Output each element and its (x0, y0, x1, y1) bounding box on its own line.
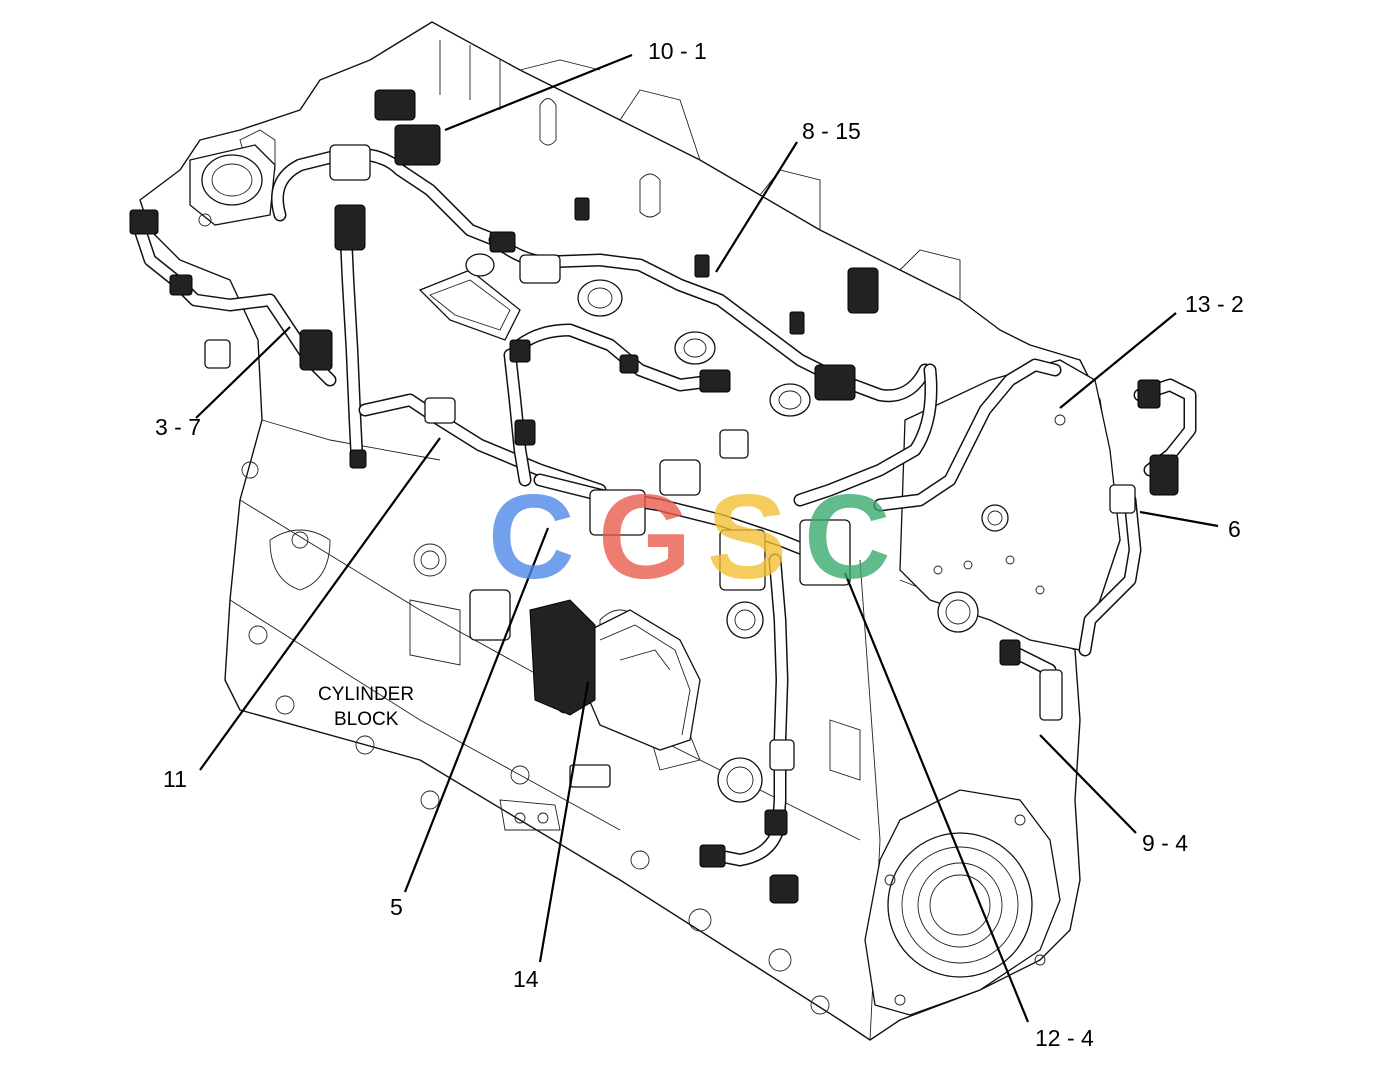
watermark-letter-g: G (598, 470, 691, 604)
leader-13-2 (1059, 312, 1177, 409)
coolant-tubes (338, 208, 1142, 657)
cylinder-block-label-line2: BLOCK (334, 709, 399, 730)
leader-3-7 (195, 326, 291, 419)
callout-14: 14 (513, 966, 539, 992)
leader-10-1 (444, 53, 633, 132)
watermark: C G S C (488, 470, 891, 604)
callout-6: 6 (1228, 516, 1241, 542)
watermark-letter-s: S (707, 470, 787, 604)
callout-9-4: 9 - 4 (1142, 830, 1188, 856)
electronic-control-module (469, 589, 701, 751)
watermark-letter-c2: C (804, 470, 891, 604)
cylinder-head-top (418, 253, 811, 417)
thermostat-housing (189, 144, 276, 227)
block-details (241, 461, 861, 1015)
watermark-letter-c1: C (488, 470, 575, 604)
leader-6 (1139, 510, 1219, 528)
leader-14 (538, 681, 590, 963)
callout-10-1: 10 - 1 (648, 38, 707, 64)
cylinder-block-label-line1: CYLINDER (318, 684, 414, 705)
callout-labels: 10 - 1 8 - 15 13 - 2 3 - 7 6 9 - 4 11 5 … (155, 38, 1244, 1051)
callout-11: 11 (163, 766, 187, 792)
leader-5 (403, 527, 550, 893)
callout-8-15: 8 - 15 (802, 118, 861, 144)
leader-8-15 (715, 141, 798, 273)
leader-lines (195, 53, 1219, 1023)
leader-12-4 (843, 572, 1030, 1023)
leader-11 (199, 437, 441, 771)
crankshaft-seal-housing (864, 789, 1061, 1016)
callout-13-2: 13 - 2 (1185, 291, 1244, 317)
callout-5: 5 (390, 894, 403, 920)
connectors (129, 89, 1179, 904)
callout-12-4: 12 - 4 (1035, 1025, 1094, 1051)
leader-9-4 (1039, 734, 1137, 834)
callout-3-7: 3 - 7 (155, 414, 201, 440)
front-housing (899, 359, 1121, 651)
